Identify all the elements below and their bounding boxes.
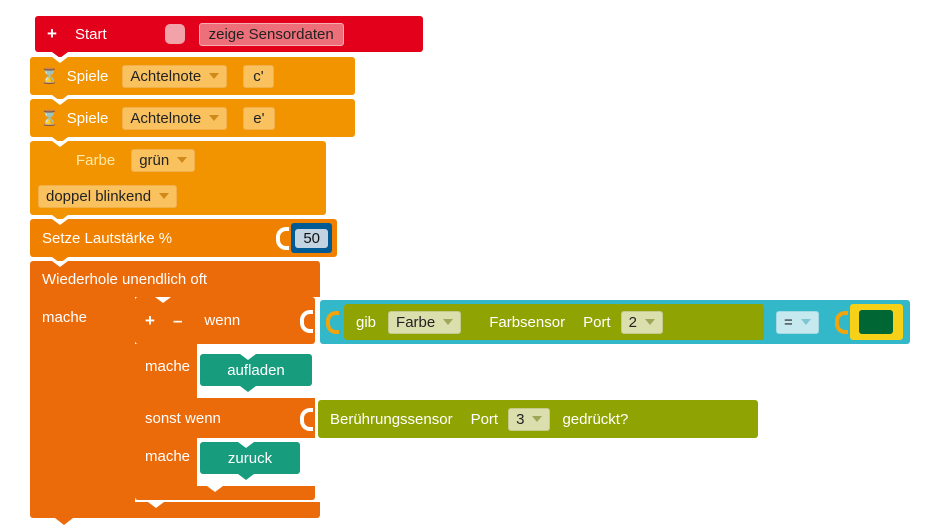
show-sensor-data-checkbox[interactable]: [164, 24, 185, 44]
repeat-forever-label: Wiederhole unendlich oft: [42, 270, 208, 288]
statement-connector-notch: [148, 502, 164, 508]
prev-connector-notch: [52, 141, 68, 147]
pressed-label: gedrückt?: [562, 410, 629, 428]
number-field[interactable]: 50: [295, 228, 328, 248]
elseif-do-label: mache: [145, 448, 191, 465]
note-duration-value: Achtelnote: [130, 109, 202, 127]
sensor-name-label: Berührungssensor: [330, 410, 453, 428]
prev-connector-notch: [52, 219, 68, 225]
play-label: Spiele: [66, 109, 109, 127]
prev-connector-notch: [52, 261, 68, 267]
led-mode-dropdown[interactable]: doppel blinkend: [38, 184, 178, 208]
if-block-bottom-bar[interactable]: [135, 486, 315, 500]
prev-connector-notch: [238, 442, 254, 448]
note-duration-dropdown[interactable]: Achtelnote: [122, 106, 228, 130]
statement-connector-notch: [207, 486, 223, 492]
start-block[interactable]: + Start zeige Sensordaten: [35, 16, 423, 58]
play-note-block-2[interactable]: ⌛ Spiele Achtelnote e': [30, 99, 355, 143]
condition-socket: [300, 310, 313, 333]
note-duration-value: Achtelnote: [130, 67, 202, 85]
procedure-name-label: zuruck: [227, 449, 273, 467]
next-connector-tab: [238, 474, 254, 480]
note-pitch-field[interactable]: c': [243, 64, 274, 88]
port-label: Port: [470, 410, 499, 428]
repeat-bottom-bar[interactable]: [30, 502, 320, 525]
show-sensor-data-toggle[interactable]: zeige Sensordaten: [198, 22, 344, 46]
right-operand-socket: [834, 310, 848, 334]
set-volume-block[interactable]: Setze Lautstärke % 50: [30, 219, 337, 263]
repeat-do-label: mache: [42, 309, 88, 326]
start-label: Start: [74, 25, 107, 43]
value-socket: [276, 226, 290, 250]
play-label: Spiele: [66, 67, 109, 85]
add-elseif-button[interactable]: +: [145, 310, 155, 330]
colour-swatch[interactable]: [859, 310, 894, 334]
next-connector-tab: [52, 215, 68, 221]
if-do-label: mache: [145, 358, 191, 375]
sensor-mode-dropdown[interactable]: Farbe: [388, 310, 462, 334]
sensor-name-label: Farbsensor: [489, 313, 566, 331]
touch-sensor-block[interactable]: Berührungssensor Port 3 gedrückt?: [318, 400, 758, 438]
operator-value: =: [784, 313, 793, 331]
chevron-down-icon: [177, 157, 188, 163]
prev-connector-notch: [240, 354, 256, 360]
sensor-mode-value: Farbe: [396, 313, 436, 331]
repeat-left-wall[interactable]: mache: [30, 297, 135, 502]
elseif-row[interactable]: sonst wenn: [135, 398, 315, 438]
prev-connector-notch: [52, 57, 68, 63]
port-value: 2: [628, 313, 637, 331]
remove-elseif-button[interactable]: –: [172, 310, 183, 330]
led-colour-dropdown[interactable]: grün: [131, 148, 196, 172]
chevron-down-icon: [644, 319, 655, 325]
note-duration-dropdown[interactable]: Achtelnote: [122, 64, 228, 88]
hourglass-icon: ⌛: [40, 68, 59, 85]
note-pitch-field[interactable]: e': [243, 106, 275, 130]
chevron-down-icon: [209, 73, 220, 79]
if-label: wenn: [204, 312, 241, 329]
next-connector-tab: [55, 518, 73, 525]
next-connector-tab: [52, 95, 68, 101]
next-connector-tab: [52, 257, 68, 263]
colour-picker-block[interactable]: [849, 304, 903, 340]
prev-connector-notch: [155, 297, 171, 303]
repeat-forever-header[interactable]: Wiederhole unendlich oft: [30, 261, 320, 297]
operator-dropdown[interactable]: =: [776, 310, 819, 334]
chevron-down-icon: [159, 193, 170, 199]
chevron-down-icon: [800, 319, 811, 325]
number-block[interactable]: 50: [291, 223, 332, 253]
next-connector-tab: [52, 52, 68, 58]
led-colour-value: grün: [139, 151, 170, 169]
colour-sensor-block[interactable]: gib Farbe Farbsensor Port 2: [344, 304, 764, 340]
call-zuruck-block[interactable]: zuruck: [200, 442, 300, 480]
colour-label: Farbe: [76, 151, 116, 169]
port-dropdown[interactable]: 3: [508, 407, 551, 431]
hourglass-icon: ⌛: [40, 110, 59, 127]
prev-connector-notch: [52, 99, 68, 105]
add-input-button[interactable]: +: [47, 24, 57, 43]
chevron-down-icon: [443, 319, 454, 325]
port-dropdown[interactable]: 2: [620, 310, 663, 334]
left-operand-socket: [326, 310, 339, 334]
call-aufladen-block[interactable]: aufladen: [200, 354, 312, 392]
get-label: gib: [356, 313, 377, 331]
condition-socket: [300, 408, 313, 431]
elseif-label: sonst wenn: [145, 409, 221, 427]
port-label: Port: [583, 313, 611, 331]
play-note-block-1[interactable]: ⌛ Spiele Achtelnote c': [30, 57, 355, 101]
procedure-name-label: aufladen: [227, 361, 285, 379]
port-value: 3: [516, 410, 525, 428]
chevron-down-icon: [532, 416, 543, 422]
led-mode-value: doppel blinkend: [46, 187, 152, 205]
logic-compare-block[interactable]: gib Farbe Farbsensor Port 2 =: [320, 300, 910, 344]
if-block-header[interactable]: + – wenn: [135, 297, 315, 344]
volume-label: Setze Lautstärke %: [42, 229, 173, 247]
next-connector-tab: [52, 137, 68, 143]
led-colour-block[interactable]: Farbe grün doppel blinkend: [30, 141, 326, 221]
next-connector-tab: [240, 386, 256, 392]
chevron-down-icon: [209, 115, 220, 121]
